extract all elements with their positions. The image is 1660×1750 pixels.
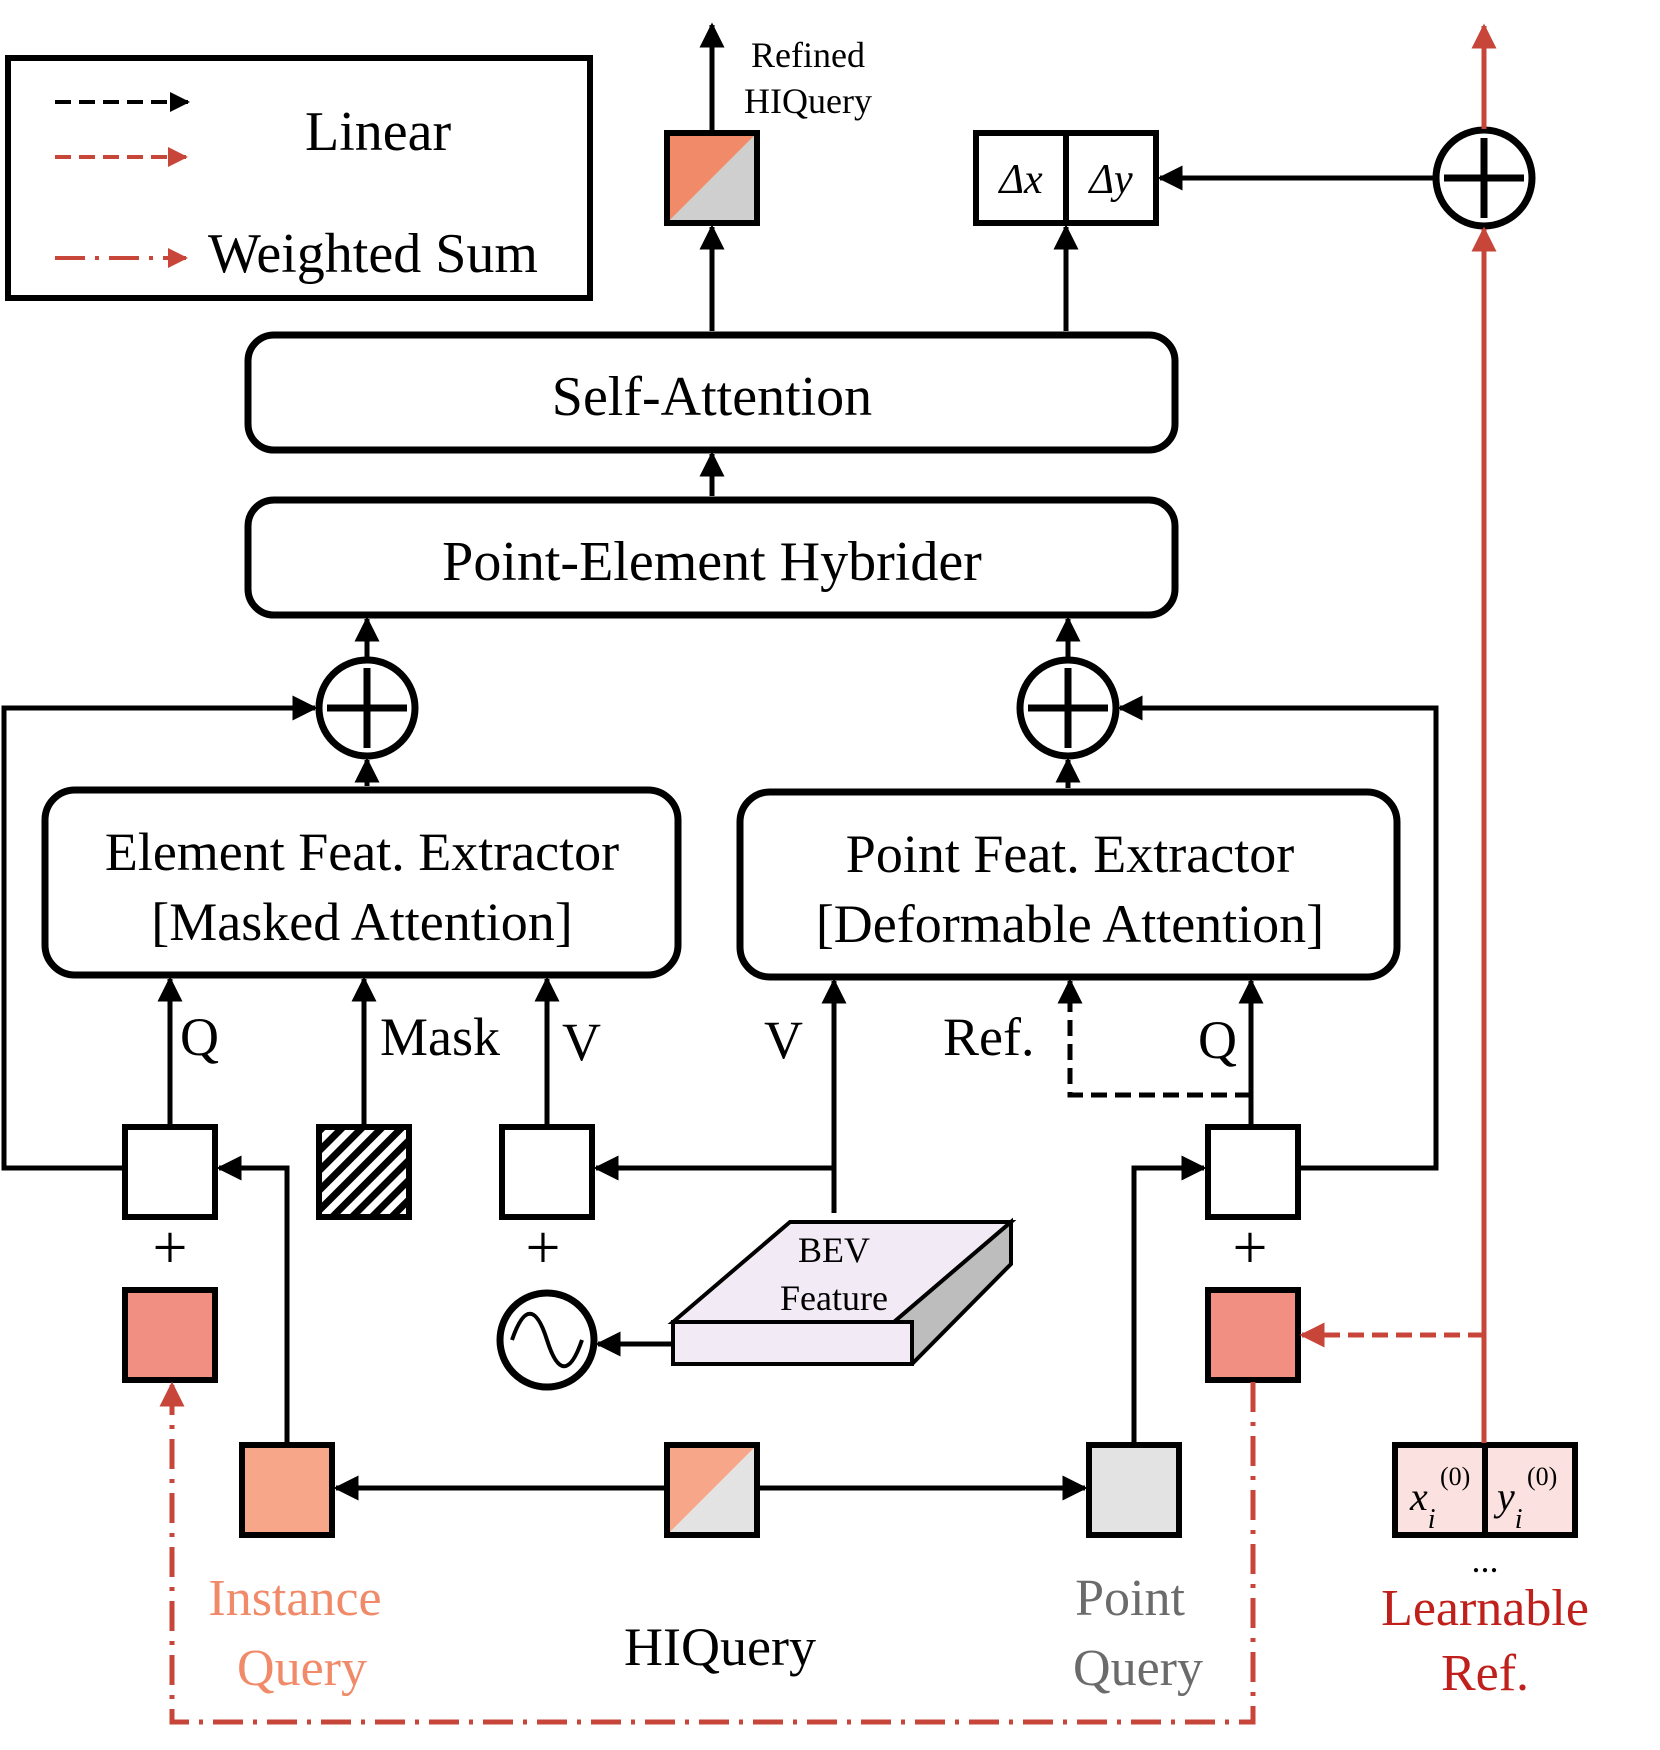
point-extractor-block: Point Feat. Extractor [Deformable Attent…: [736, 788, 1401, 981]
refined-label-line2: HIQuery: [744, 81, 872, 121]
learnable-y-sup: (0): [1527, 1462, 1557, 1491]
bev-label-line1: BEV: [798, 1230, 870, 1270]
point-extractor-subtitle: [Deformable Attention]: [816, 894, 1324, 954]
legend: Linear Weighted Sum: [5, 55, 593, 301]
element-extractor-block: Element Feat. Extractor [Masked Attentio…: [41, 786, 682, 979]
element-extractor-box: [41, 786, 682, 979]
point-extractor-title: Point Feat. Extractor: [846, 824, 1294, 884]
q-right-label: Q: [1198, 1010, 1237, 1070]
delta-x-label: Δx: [997, 157, 1043, 203]
element-extractor-subtitle: [Masked Attention]: [151, 892, 572, 952]
point-query-label-line1: Point: [1075, 1570, 1185, 1627]
point-query-square: [1086, 1442, 1182, 1538]
hiquery-label: HIQuery: [624, 1617, 816, 1677]
mask-label: Mask: [380, 1007, 500, 1067]
self-attention-block: Self-Attention: [244, 331, 1179, 454]
delta-offset-box: Δx Δy: [973, 130, 1159, 226]
point-to-query-input-arrow: [1131, 1155, 1207, 1443]
learnable-ref-label-line1: Learnable: [1381, 1580, 1589, 1637]
sine-wave: [510, 1311, 584, 1369]
bev-feature: BEV Feature: [667, 1217, 1017, 1366]
hybrider-box: [244, 496, 1179, 619]
plus-right: +: [1233, 1214, 1268, 1282]
value-square: [499, 1124, 595, 1220]
hiquery-gray-half: [667, 1445, 757, 1535]
delta-y-label: Δy: [1087, 157, 1133, 203]
refined-square-gray-half: [667, 133, 757, 223]
learnable-x: xi: [1409, 1474, 1436, 1535]
instance-positional-square: [122, 1287, 218, 1383]
point-extractor-box: [736, 788, 1401, 981]
point-query-label-line2: Query: [1073, 1640, 1203, 1697]
refined-hiquery-square: [664, 130, 760, 226]
ref-label: Ref.: [943, 1007, 1034, 1067]
plus-left: +: [153, 1214, 188, 1282]
refined-label-line1: Refined: [751, 35, 865, 75]
point-query-input-square: [1205, 1124, 1301, 1220]
instance-query-label-line2: Query: [237, 1640, 367, 1697]
q-left-label: Q: [180, 1007, 219, 1067]
point-positional-square: [1205, 1287, 1301, 1383]
v-right-label: V: [764, 1010, 803, 1070]
bev-front-face: [671, 1320, 914, 1366]
v-left-label: V: [562, 1012, 601, 1072]
hybrider-label: Point-Element Hybrider: [442, 531, 982, 593]
learnable-ref-box: xi (0) yi (0): [1392, 1442, 1578, 1538]
legend-weighted-sum-label: Weighted Sum: [208, 223, 538, 285]
hiquery-square: [664, 1442, 760, 1538]
instance-to-element-query-arrow: [216, 1155, 290, 1443]
left-residual-arrow: [1, 695, 318, 1171]
refined-hiquery-output: Refined HIQuery: [664, 22, 872, 226]
mask-square: [316, 1124, 412, 1220]
instance-query-square: [239, 1442, 335, 1538]
element-query-square: [122, 1124, 218, 1220]
ref-dashed-arrow: [1057, 978, 1251, 1098]
learnable-y: yi: [1493, 1474, 1523, 1535]
self-attention-box: [244, 331, 1179, 454]
legend-linear-label: Linear: [305, 101, 451, 163]
learnable-x-sup: (0): [1440, 1462, 1470, 1491]
learnable-ellipsis: ...: [1472, 1540, 1499, 1580]
weighted-sum-dashdot-arrow: [159, 1381, 1256, 1725]
hybrider-block: Point-Element Hybrider: [244, 496, 1179, 619]
instance-query-label-line1: Instance: [208, 1570, 381, 1627]
plus-mid: +: [526, 1214, 561, 1282]
self-attention-label: Self-Attention: [552, 366, 872, 428]
legend-box: [5, 55, 593, 301]
learnable-ref-label-line2: Ref.: [1441, 1645, 1529, 1702]
right-residual-arrow: [1117, 695, 1439, 1171]
element-extractor-title: Element Feat. Extractor: [105, 822, 619, 882]
bev-label-line2: Feature: [780, 1278, 888, 1318]
